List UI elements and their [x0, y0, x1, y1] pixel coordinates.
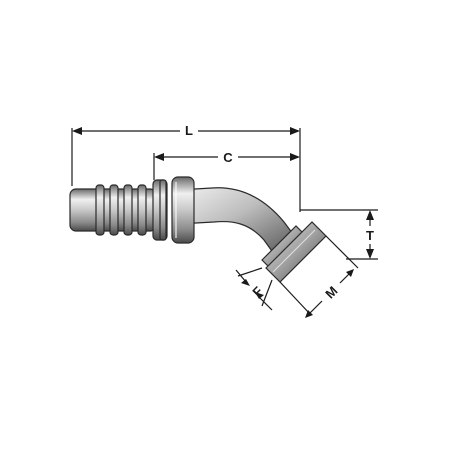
hose-stem [69, 184, 157, 236]
barb-ring [95, 184, 105, 236]
dimension-label-F: F [249, 283, 265, 299]
fitting-body [69, 176, 327, 283]
dimension-C: C [153, 150, 300, 180]
dimension-label-L: L [185, 123, 193, 138]
flange-head [261, 221, 327, 283]
dimension-label-T: T [366, 228, 374, 243]
collar-nut [152, 176, 195, 244]
dimension-F: F [235, 267, 273, 311]
barb-ring [123, 184, 133, 236]
dimension-label-C: C [223, 150, 233, 165]
dimension-label-M: M [322, 283, 340, 301]
dimension-T: T [300, 209, 378, 260]
barb-ring [109, 184, 119, 236]
dimension-L: L [71, 123, 301, 212]
barb-ring [137, 184, 147, 236]
